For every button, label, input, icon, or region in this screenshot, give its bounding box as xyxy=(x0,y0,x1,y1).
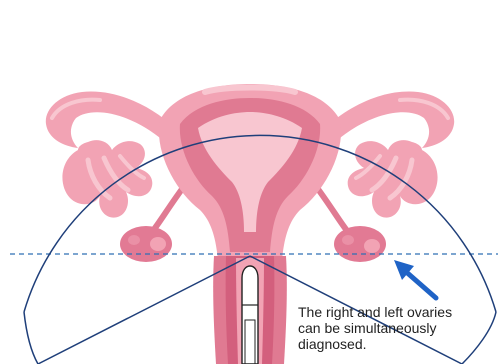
left-fimbriae xyxy=(62,140,152,218)
right-fimbriae xyxy=(348,140,438,218)
caption-line-3: diagnosed. xyxy=(298,336,498,352)
ovary-caption: The right and left ovaries can be simult… xyxy=(298,304,498,352)
left-ovary xyxy=(120,226,172,262)
caption-line-1: The right and left ovaries xyxy=(298,304,498,320)
ovary-arrow xyxy=(394,260,436,298)
ultrasound-probe xyxy=(242,266,258,364)
right-ovary xyxy=(334,226,386,262)
caption-line-2: can be simultaneously xyxy=(298,320,498,336)
uterus-body xyxy=(159,84,341,260)
